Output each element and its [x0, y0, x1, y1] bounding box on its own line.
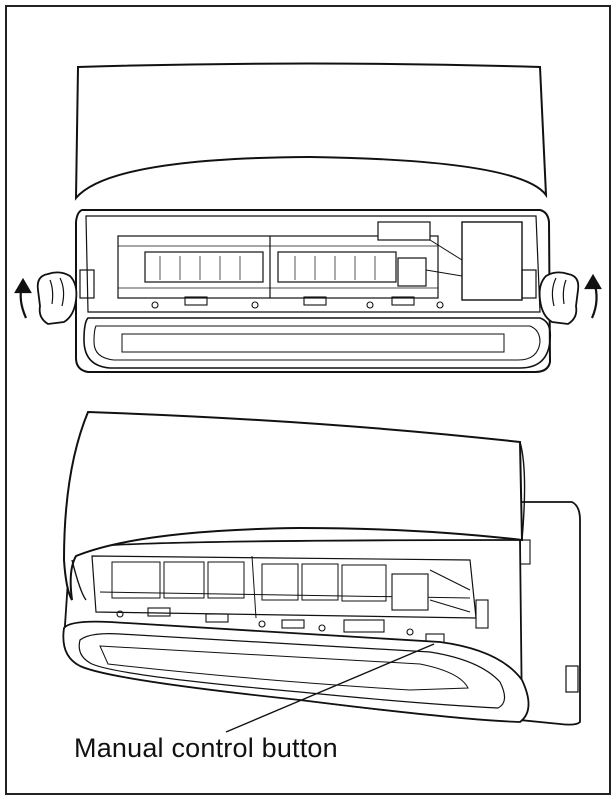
side-casing — [519, 501, 581, 726]
indoor-unit-body — [75, 209, 552, 373]
filter-right — [277, 251, 397, 283]
bottom-louvre — [62, 620, 530, 723]
top-illustration — [14, 62, 602, 373]
figure-border — [5, 5, 611, 795]
left-hand-icon — [36, 271, 78, 325]
front-cover — [74, 62, 548, 201]
filter-left — [144, 251, 264, 283]
callout-leader-line — [225, 643, 435, 733]
bottom-illustration — [62, 410, 581, 733]
front-cover-lifted — [62, 410, 524, 601]
filter-frame — [117, 235, 439, 299]
right-hand-icon — [538, 271, 580, 325]
manual-control-button-label: Manual control button — [74, 733, 338, 763]
bottom-louvre — [83, 317, 552, 369]
up-arrow-left-icon — [14, 277, 32, 319]
control-box — [461, 221, 523, 301]
up-arrow-right-icon — [584, 273, 602, 319]
